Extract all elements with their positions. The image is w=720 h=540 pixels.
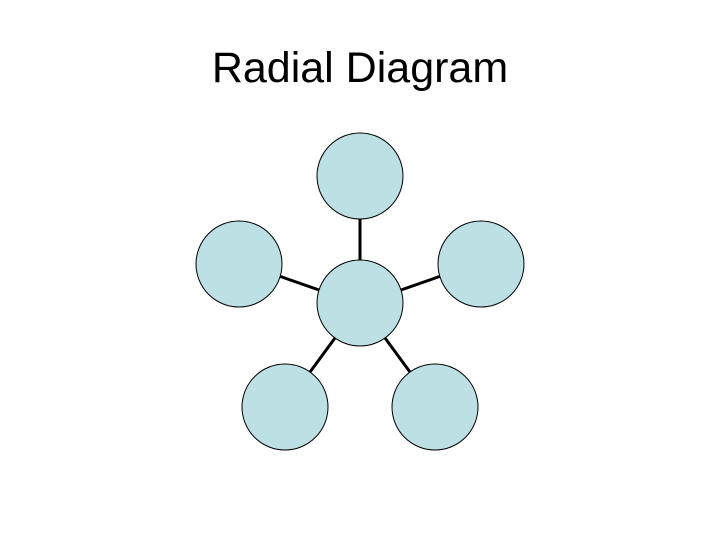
node-bottom-left	[241, 363, 329, 451]
node-top	[316, 132, 404, 220]
node-hub	[316, 259, 404, 347]
slide-title: Radial Diagram	[211, 44, 509, 92]
connector-bottom-left	[308, 337, 337, 373]
connectors	[278, 218, 442, 373]
connector-bottom-right	[383, 337, 412, 373]
node-left	[195, 220, 283, 308]
node-right	[437, 220, 525, 308]
connector-right	[400, 274, 442, 292]
nodes	[195, 132, 525, 451]
node-bottom-right	[391, 363, 479, 451]
connector-left	[278, 274, 320, 292]
